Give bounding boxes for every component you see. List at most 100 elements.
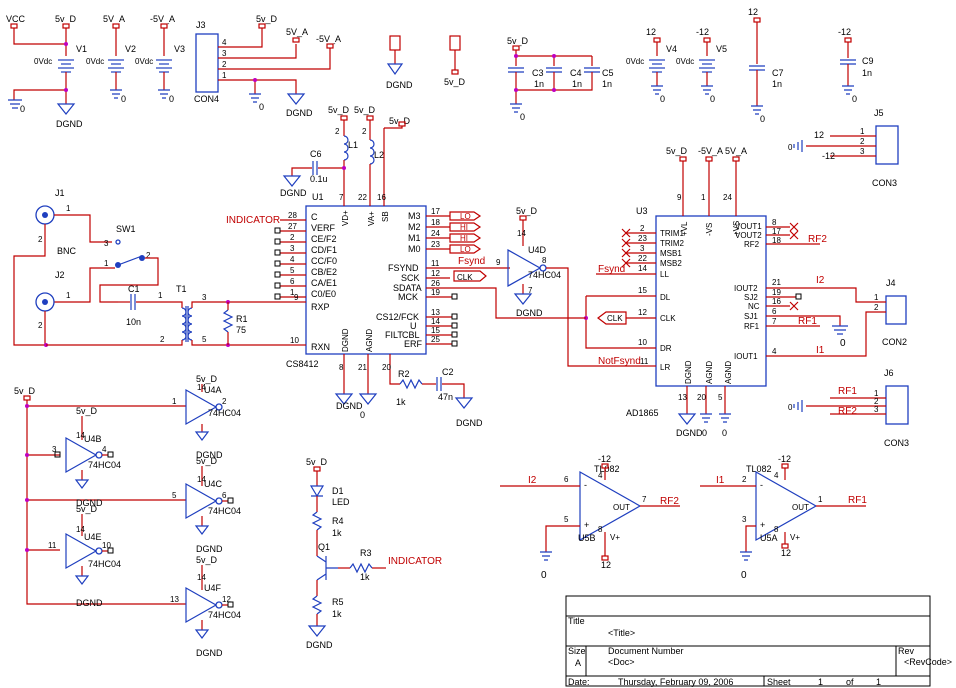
u4d-part: 74HC04 (528, 270, 561, 280)
u1-pin-name: DGND (341, 328, 350, 352)
u3-pin-name: IOUT1 (734, 352, 758, 361)
u1-pin-num: 22 (358, 193, 367, 202)
v4-label: V4 (666, 44, 677, 54)
c9-val: 1n (862, 68, 872, 78)
doc-value: <Doc> (608, 657, 635, 667)
u3-pin-num: 7 (772, 317, 777, 326)
u1-pin-num: 5 (290, 266, 295, 275)
u4b-dgnd: DGND (76, 498, 103, 508)
r2-ref: R2 (398, 369, 410, 379)
u1-pin-name: M0 (408, 244, 421, 254)
u4a-ref: U4A (204, 385, 222, 395)
u4a-dgnd: DGND (196, 450, 223, 460)
u4e-supply: 5v_D (76, 504, 98, 514)
u5a-rf1: RF1 (848, 495, 867, 506)
chip-u1-cs8412: U1 CS8412 INDICATOR 28 C 27 VERF 2 CE/F2… (226, 105, 568, 428)
u4d-supply: 5v_D (516, 206, 538, 216)
u1-pin-num: 20 (382, 363, 391, 372)
j5-pin-3: 3 (860, 147, 865, 156)
v4-supply: 12 (646, 27, 656, 37)
u3-pin-num: 24 (723, 193, 732, 202)
u4e-ref: U4E (84, 532, 102, 542)
gnd-label-2: 0 (121, 94, 126, 104)
j3-pin-4: 4 (222, 38, 227, 47)
u4b-ref: U4B (84, 434, 102, 444)
m3-flag: LO (460, 212, 471, 221)
c7-gnd: 0 (760, 114, 765, 124)
c5-ref: C5 (602, 68, 614, 78)
c7-ref: C7 (772, 68, 784, 78)
title-label: Title (568, 616, 585, 626)
j3-5vd-label: 5v_D (256, 14, 278, 24)
c3c5-supply: 5v_D (507, 36, 529, 46)
u5a-vplus: V+ (790, 533, 800, 542)
j3-value: CON4 (194, 94, 219, 104)
u4c-out: 6 (222, 491, 227, 500)
u1-pin-num: 1 (290, 288, 295, 297)
c9-ref: C9 (862, 56, 874, 66)
u5a-vp: 8 (774, 525, 779, 534)
u4a-in: 1 (172, 397, 177, 406)
u3-pin-num: 23 (638, 234, 647, 243)
v2-label: V2 (125, 44, 136, 54)
net-symbols-top: DGND 5v_D (386, 35, 466, 90)
u3-pin-num: 16 (772, 297, 781, 306)
u5a-plus-sign: + (760, 520, 765, 530)
j6-pin2: 2 (874, 397, 879, 406)
v1-supply-label: 5v_D (55, 14, 77, 24)
j5-pin-1: 1 (860, 127, 865, 136)
u3-pin-name: RF1 (744, 322, 760, 331)
j6-value: CON3 (884, 438, 909, 448)
u1-top-pins: 7 22 16 VD+ VA+ SB (339, 128, 390, 226)
l2-ref: L2 (374, 150, 384, 160)
u4a-pwr: 14 (197, 383, 206, 392)
u4d-dgnd: DGND (516, 308, 543, 318)
u4-supply: 5v_D (14, 386, 36, 396)
u3-pin-num: 13 (678, 393, 687, 402)
u1-rxn-name: RXN (311, 342, 330, 352)
u5a-vm: -12 (778, 454, 791, 464)
u1-vd-label: 5v_D (328, 105, 350, 115)
u3-pin-num: 2 (640, 224, 645, 233)
top-5vd: 5v_D (444, 77, 466, 87)
j5-value: CON3 (872, 178, 897, 188)
u1-ref: U1 (312, 192, 324, 202)
u1-pin-name: M2 (408, 222, 421, 232)
u4d-out: 8 (542, 256, 547, 265)
u1-pin-name: CE/F2 (311, 234, 337, 244)
r2-val: 1k (396, 397, 406, 407)
u1-pin-name: MCK (398, 292, 418, 302)
j3-gnd: 0 (259, 102, 264, 112)
u4b-part: 74HC04 (88, 460, 121, 470)
c6-val: 0.1u (310, 174, 328, 184)
c4-ref: C4 (570, 68, 582, 78)
power-source-v4-v5: 12 V4 0Vdc 0 -12 V5 0Vdc 0 (626, 27, 727, 104)
u1-pin-name: CD/F1 (311, 245, 337, 255)
u1-pin-num: 16 (377, 193, 386, 202)
u3-pin-name: SJ2 (744, 293, 758, 302)
u4e-in: 11 (48, 541, 57, 550)
u3-pin-name: AGND (705, 361, 714, 384)
bypass-caps-c7-c9: 12 0 C7 1n -12 0 C9 1n (748, 7, 874, 124)
i2-net-u3: I2 (816, 275, 825, 286)
led-dgnd: DGND (306, 640, 333, 650)
v3-value: 0Vdc (135, 57, 153, 66)
u4c-dgnd: DGND (196, 544, 223, 554)
u1-sb-label: 5v_D (389, 116, 411, 126)
j6-gnd: 0 (788, 403, 793, 412)
title-value: <Title> (608, 628, 635, 638)
u5b-out-label: OUT (613, 503, 630, 512)
u4f-dgnd: DGND (196, 648, 223, 658)
u1-rxp-name: RXP (311, 302, 330, 312)
u1-pin-num: 28 (288, 211, 297, 220)
v5-value: 0Vdc (676, 57, 694, 66)
u3-pin-name: MSB1 (660, 249, 682, 258)
c7-val: 1n (772, 79, 782, 89)
u3-vs-pos-supply: 5V_A (725, 146, 747, 156)
opamp-u5a: TL082 -12 - + OUT 4 8 V+ U5A I1 2 3 0 1 … (700, 454, 867, 581)
u1-pin-num: 11 (431, 259, 440, 268)
u3-pin-num: 19 (772, 288, 781, 297)
u3-pin-name: MSB2 (660, 259, 682, 268)
j3-dgnd: DGND (286, 108, 313, 118)
